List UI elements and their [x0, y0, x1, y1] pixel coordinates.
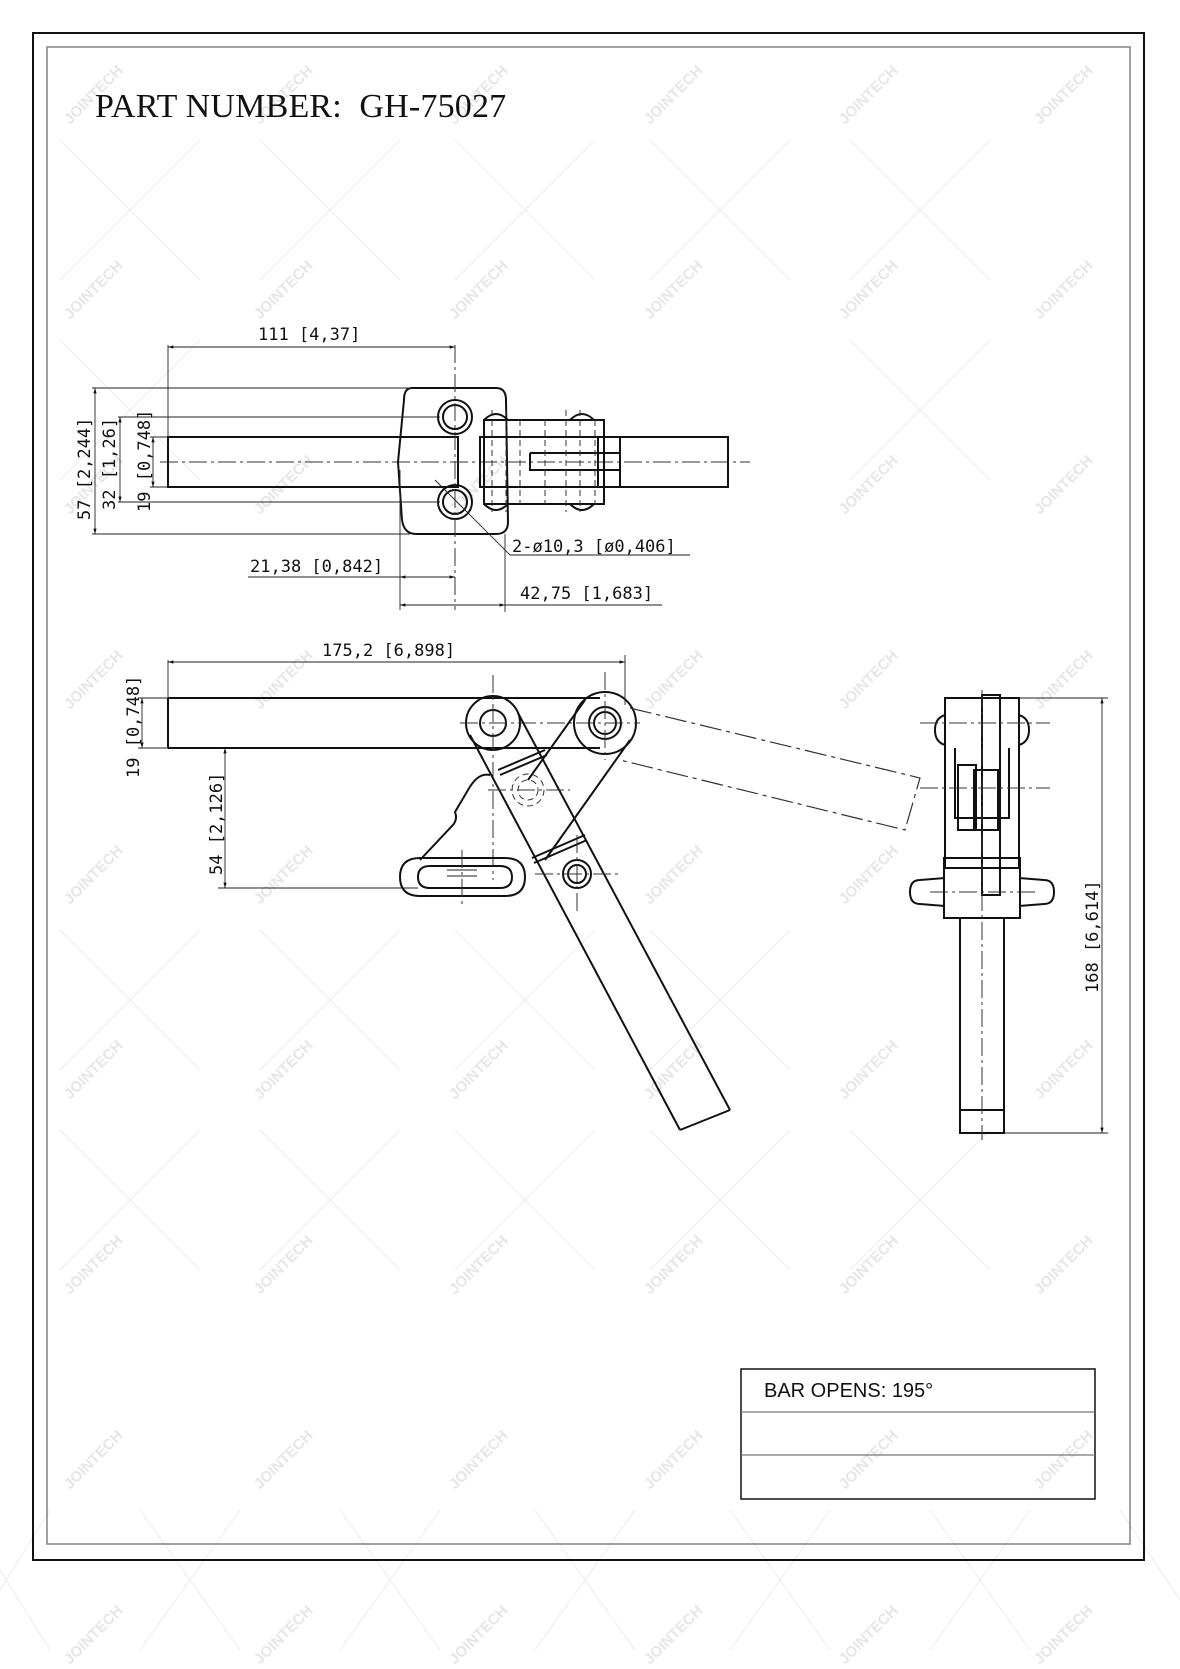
dim-end-height: 168 [6,614] — [1083, 880, 1103, 993]
svg-text:JOINTECH: JOINTECH — [446, 1602, 512, 1668]
end-view: 168 [6,614] — [908, 690, 1108, 1140]
svg-text:JOINTECH: JOINTECH — [1031, 62, 1097, 128]
dim-top-length: 111 [4,37] — [258, 325, 360, 345]
svg-text:JOINTECH: JOINTECH — [251, 842, 317, 908]
svg-text:JOINTECH: JOINTECH — [446, 257, 512, 323]
svg-text:JOINTECH: JOINTECH — [836, 647, 902, 713]
dim-top-offset: 21,38 [0,842] — [250, 557, 383, 577]
dim-side-base-height: 54 [2,126] — [207, 773, 227, 875]
dim-side-overall-length: 175,2 [6,898] — [322, 641, 455, 661]
svg-text:JOINTECH: JOINTECH — [836, 257, 902, 323]
page-title: PART NUMBER: GH-75027 — [95, 88, 507, 125]
svg-text:JOINTECH: JOINTECH — [61, 1602, 127, 1668]
svg-text:JOINTECH: JOINTECH — [836, 62, 902, 128]
dim-top-total-height: 57 [2,244] — [75, 418, 95, 520]
dim-side-bar-height: 19 [0,748] — [124, 676, 144, 778]
svg-text:JOINTECH: JOINTECH — [641, 647, 707, 713]
svg-text:JOINTECH: JOINTECH — [1031, 452, 1097, 518]
svg-text:JOINTECH: JOINTECH — [641, 842, 707, 908]
svg-text:JOINTECH: JOINTECH — [641, 62, 707, 128]
svg-text:JOINTECH: JOINTECH — [1031, 1037, 1097, 1103]
svg-text:JOINTECH: JOINTECH — [1031, 1602, 1097, 1668]
svg-text:JOINTECH: JOINTECH — [641, 1602, 707, 1668]
svg-text:JOINTECH: JOINTECH — [61, 647, 127, 713]
svg-text:JOINTECH: JOINTECH — [836, 842, 902, 908]
svg-text:JOINTECH: JOINTECH — [251, 1232, 317, 1298]
side-view: 175,2 [6,898] 19 [0,748] 54 [2,126] — [124, 641, 921, 1131]
svg-text:JOINTECH: JOINTECH — [251, 647, 317, 713]
watermark-layer: JOINTECH JOINTECH JOINTECH JOINTECH JOIN… — [0, 62, 1180, 1668]
dim-top-base-width: 42,75 [1,683] — [520, 584, 653, 604]
top-view: 111 [4,37] 57 [2,244] 32 [1,26] 19 [0,74… — [75, 325, 750, 612]
svg-text:JOINTECH: JOINTECH — [836, 1427, 902, 1493]
svg-text:JOINTECH: JOINTECH — [1031, 257, 1097, 323]
svg-text:JOINTECH: JOINTECH — [446, 1232, 512, 1298]
inner-border — [46, 46, 1131, 1545]
svg-text:JOINTECH: JOINTECH — [1031, 1232, 1097, 1298]
svg-text:JOINTECH: JOINTECH — [641, 1232, 707, 1298]
outer-border — [32, 32, 1145, 1561]
svg-text:JOINTECH: JOINTECH — [61, 257, 127, 323]
svg-text:JOINTECH: JOINTECH — [1031, 647, 1097, 713]
svg-text:JOINTECH: JOINTECH — [836, 1232, 902, 1298]
svg-text:JOINTECH: JOINTECH — [1031, 1427, 1097, 1493]
svg-text:JOINTECH: JOINTECH — [61, 1232, 127, 1298]
svg-text:JOINTECH: JOINTECH — [61, 1427, 127, 1493]
svg-text:JOINTECH: JOINTECH — [446, 1427, 512, 1493]
svg-text:JOINTECH: JOINTECH — [251, 1427, 317, 1493]
svg-text:JOINTECH: JOINTECH — [836, 1037, 902, 1103]
svg-text:JOINTECH: JOINTECH — [641, 1427, 707, 1493]
svg-text:JOINTECH: JOINTECH — [836, 1602, 902, 1668]
notes-table — [740, 1368, 1096, 1500]
svg-text:JOINTECH: JOINTECH — [251, 257, 317, 323]
dim-hole-callout: 2-ø10,3 [ø0,406] — [512, 537, 676, 557]
svg-text:JOINTECH: JOINTECH — [61, 842, 127, 908]
svg-text:JOINTECH: JOINTECH — [251, 1602, 317, 1668]
dim-top-hole-spacing: 32 [1,26] — [100, 418, 120, 510]
svg-text:JOINTECH: JOINTECH — [641, 257, 707, 323]
dim-top-bar-height: 19 [0,748] — [135, 410, 155, 512]
svg-text:JOINTECH: JOINTECH — [61, 1037, 127, 1103]
notes-row-bar-opens: BAR OPENS: 195° — [764, 1380, 934, 1402]
